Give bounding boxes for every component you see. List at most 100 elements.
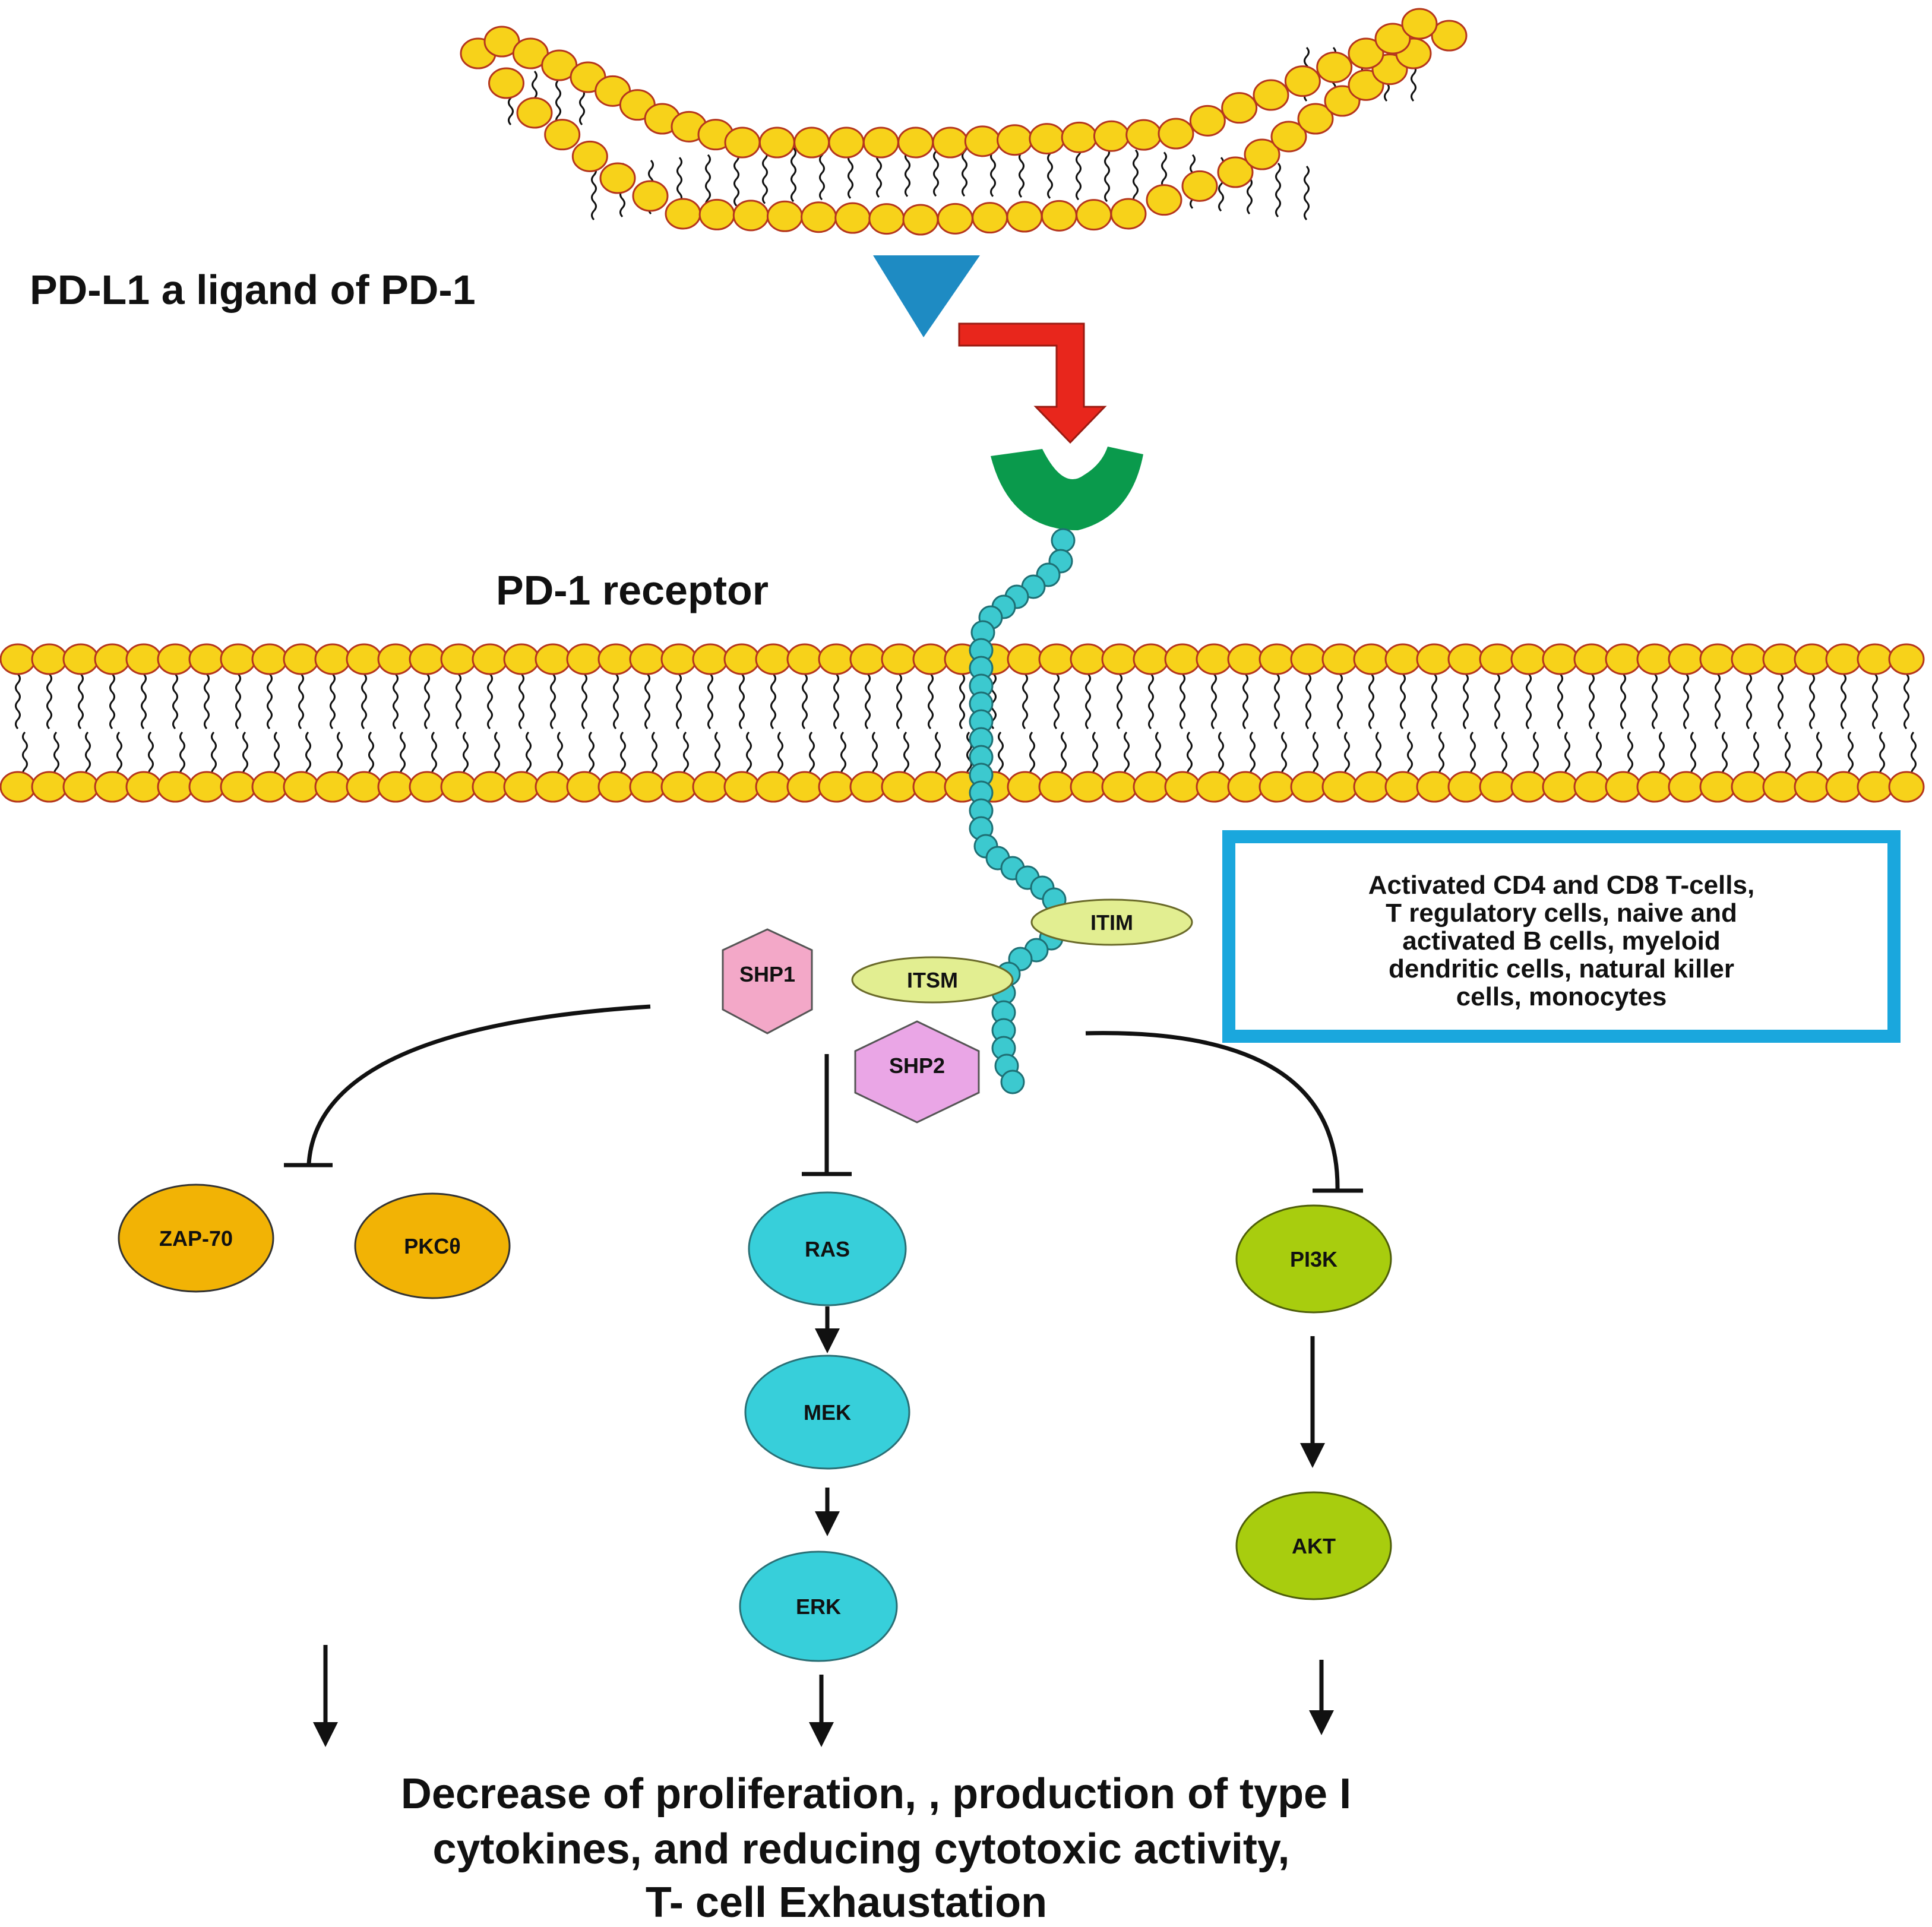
lipid-head <box>755 771 792 803</box>
lipid-tail <box>235 673 241 730</box>
lipid-tail <box>1715 673 1721 730</box>
lipid-head <box>597 643 634 675</box>
lipid-head <box>535 771 571 803</box>
erk-node: ERK <box>739 1551 898 1662</box>
lipid-head <box>692 643 729 675</box>
lipid-head <box>0 771 36 803</box>
lipid-tail <box>361 673 367 730</box>
lipid-head <box>1668 643 1705 675</box>
lipid-head <box>1221 92 1258 124</box>
lipid-tail <box>550 673 556 730</box>
lipid-head <box>440 771 477 803</box>
lipid-head <box>818 643 855 675</box>
lipid-head <box>1857 643 1893 675</box>
lipid-head <box>1297 103 1334 135</box>
lipid-head <box>94 771 131 803</box>
lipid-head <box>377 771 414 803</box>
lipid-head <box>1196 771 1232 803</box>
lipid-head <box>937 202 973 235</box>
pi3k-label: PI3K <box>1290 1247 1337 1271</box>
lipid-head <box>62 643 99 675</box>
shp1-label: SHP1 <box>739 962 795 986</box>
lipid-head <box>1158 118 1194 150</box>
lipid-head <box>660 643 697 675</box>
lipid-tail <box>393 673 399 730</box>
akt-label: AKT <box>1292 1534 1336 1558</box>
lipid-head <box>283 771 320 803</box>
receptor-bead <box>1000 1069 1025 1094</box>
lipid-head <box>1290 643 1327 675</box>
lipid-tail <box>1180 673 1185 730</box>
lipid-head <box>1076 199 1112 231</box>
lipid-head <box>881 771 918 803</box>
lipid-tail <box>141 673 147 730</box>
lipid-head <box>732 200 769 232</box>
lipid-head <box>1731 771 1767 803</box>
lipid-head <box>660 771 697 803</box>
lipid-tail <box>613 673 619 730</box>
lipid-tail <box>707 673 713 730</box>
lipid-head <box>1857 771 1893 803</box>
zap70-label: ZAP-70 <box>159 1226 233 1251</box>
lipid-head <box>1636 771 1673 803</box>
lipid-tail <box>1304 165 1310 221</box>
lipid-tail <box>896 673 902 730</box>
lipid-head <box>849 771 886 803</box>
lipid-head <box>1217 156 1254 188</box>
lipid-head <box>1146 184 1182 216</box>
lipid-tail <box>790 147 796 202</box>
lipid-head <box>440 643 477 675</box>
lipid-head <box>1007 643 1044 675</box>
lipid-tail <box>1463 673 1469 730</box>
lipid-head <box>881 643 918 675</box>
pd-1-receptor-head <box>991 447 1143 530</box>
t-cell-membrane <box>0 643 1925 803</box>
lipid-head <box>1353 771 1390 803</box>
lipid-head <box>1888 643 1925 675</box>
lipid-head <box>766 200 803 232</box>
lipid-head <box>972 202 1008 234</box>
ras-label: RAS <box>805 1237 850 1261</box>
lipid-head <box>912 643 949 675</box>
itsm-motif: ITSM <box>851 956 1014 1004</box>
lipid-head <box>516 97 553 129</box>
lipid-head <box>849 643 886 675</box>
lipid-tail <box>644 673 650 730</box>
lipid-head <box>488 67 524 99</box>
lipid-head <box>1762 643 1799 675</box>
lipid-head <box>1699 771 1736 803</box>
lipid-head <box>599 162 636 194</box>
lipid-tail <box>1104 147 1110 202</box>
lipid-head <box>346 643 382 675</box>
lipid-head <box>1133 643 1169 675</box>
lipid-head <box>1374 23 1411 55</box>
pd-l1-ligand-triangle <box>873 255 980 337</box>
lipid-head <box>377 643 414 675</box>
lipid-head <box>1259 643 1295 675</box>
lipid-head <box>1110 198 1147 230</box>
lipid-tail <box>762 149 768 204</box>
lipid-head <box>1316 51 1353 83</box>
lipid-head <box>1510 643 1547 675</box>
lipid-tail <box>1526 673 1532 730</box>
lipid-tail <box>1133 149 1139 204</box>
lipid-head <box>1007 771 1044 803</box>
lipid-head <box>1888 771 1925 803</box>
lipid-tail <box>1778 673 1784 730</box>
lipid-head <box>1416 771 1453 803</box>
lipid-head <box>1253 79 1289 111</box>
lipid-head <box>897 126 934 159</box>
lipid-head <box>1825 771 1862 803</box>
lipid-head <box>472 643 508 675</box>
lipid-head <box>818 771 855 803</box>
lipid-head <box>1384 643 1421 675</box>
lipid-tail <box>1872 673 1878 730</box>
lipid-tail <box>267 673 273 730</box>
outcome-line-3: T- cell Exhaustation <box>646 1879 1047 1926</box>
lipid-tail <box>733 151 739 207</box>
lipid-head <box>1447 771 1484 803</box>
lipid-head <box>997 124 1033 156</box>
pd-1-receptor-chain <box>969 528 1076 1094</box>
lipid-head <box>220 771 257 803</box>
